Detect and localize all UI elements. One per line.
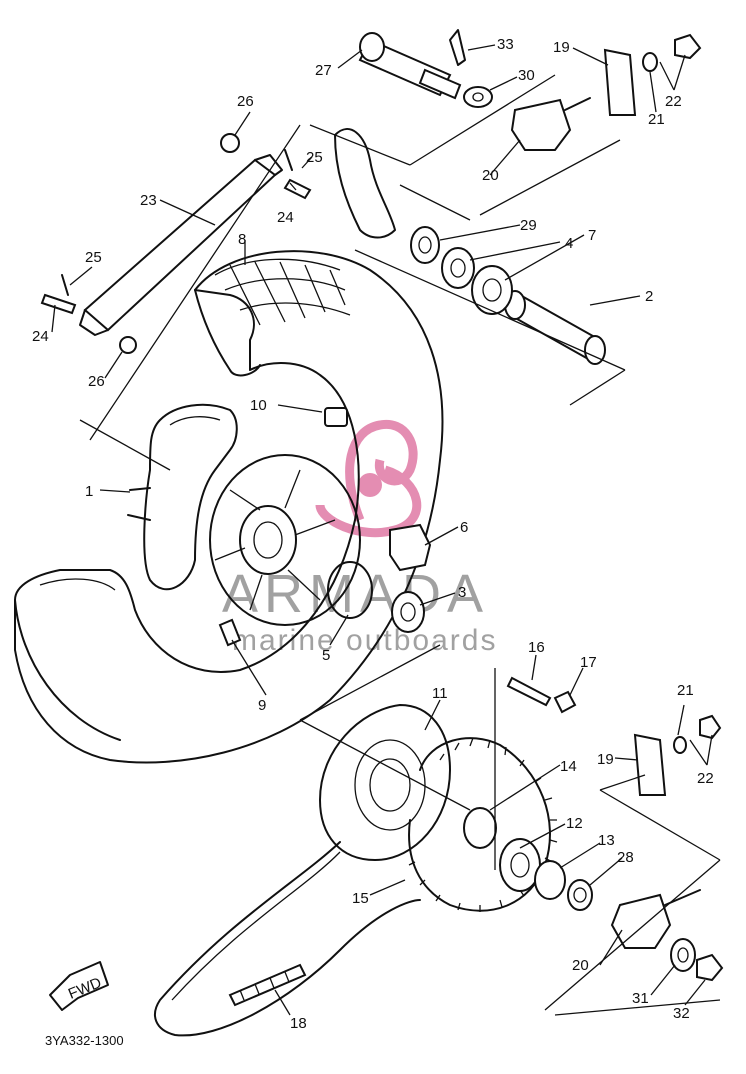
callout-2: 2: [645, 288, 653, 305]
callout-9: 9: [258, 697, 266, 714]
callout-12: 12: [566, 815, 583, 832]
rear-tire: [14, 250, 444, 764]
callout-3: 3: [458, 584, 466, 601]
callout-5: 5: [322, 647, 330, 664]
callout-20-lower: 20: [572, 957, 589, 974]
callout-28: 28: [617, 849, 634, 866]
callout-16: 16: [528, 639, 545, 656]
callout-32: 32: [673, 1005, 690, 1022]
callout-14: 14: [560, 758, 577, 775]
callout-10: 10: [250, 397, 267, 414]
callout-26-lower: 26: [88, 373, 105, 390]
callout-13: 13: [598, 832, 615, 849]
callout-18: 18: [290, 1015, 307, 1032]
drive-chain: [154, 841, 421, 1037]
callout-4: 4: [565, 235, 573, 252]
callout-21-upper: 21: [648, 111, 665, 128]
fwd-label: FWD: [66, 974, 104, 1003]
callout-8: 8: [238, 231, 246, 248]
rear-wheel-rim: [127, 403, 432, 647]
callout-11: 11: [432, 685, 448, 702]
torque-arm: [40, 133, 312, 354]
callout-labels: 1 2 3 4 5 6 7 8 9 10 11 12 13 14 15 16 1…: [32, 36, 714, 1032]
callout-20-upper: 20: [482, 167, 499, 184]
callout-23: 23: [140, 192, 157, 209]
rear-sprocket-hub: [319, 676, 724, 982]
callout-22-lower: 22: [697, 770, 714, 787]
callout-30: 30: [518, 67, 535, 84]
callout-15: 15: [352, 890, 369, 907]
callout-29: 29: [520, 217, 537, 234]
callout-leaders: [51, 44, 713, 1016]
diagram-code: 3YA332-1300: [45, 1033, 124, 1048]
callout-1: 1: [85, 483, 93, 500]
watermark-logo-icon: [315, 419, 422, 538]
callout-25-upper: 25: [306, 149, 323, 166]
callout-19-lower: 19: [597, 751, 614, 768]
callout-24-lower: 24: [32, 328, 49, 345]
callout-17: 17: [580, 654, 597, 671]
callout-21-lower: 21: [677, 682, 694, 699]
callout-24-upper: 24: [277, 209, 294, 226]
assembly-guide-lines: [79, 74, 721, 1016]
callout-26-upper: 26: [237, 93, 254, 110]
callout-19-upper: 19: [553, 39, 570, 56]
callout-22-upper: 22: [665, 93, 682, 110]
watermark-tagline: marine outboards: [232, 624, 497, 657]
callout-33: 33: [497, 36, 514, 53]
callout-7: 7: [588, 227, 596, 244]
callout-27: 27: [315, 62, 332, 79]
callout-31: 31: [632, 990, 649, 1007]
callout-25-lower: 25: [85, 249, 102, 266]
callout-6: 6: [460, 519, 468, 536]
forward-arrow-icon: [49, 961, 109, 1011]
axle-assembly: [334, 29, 702, 365]
